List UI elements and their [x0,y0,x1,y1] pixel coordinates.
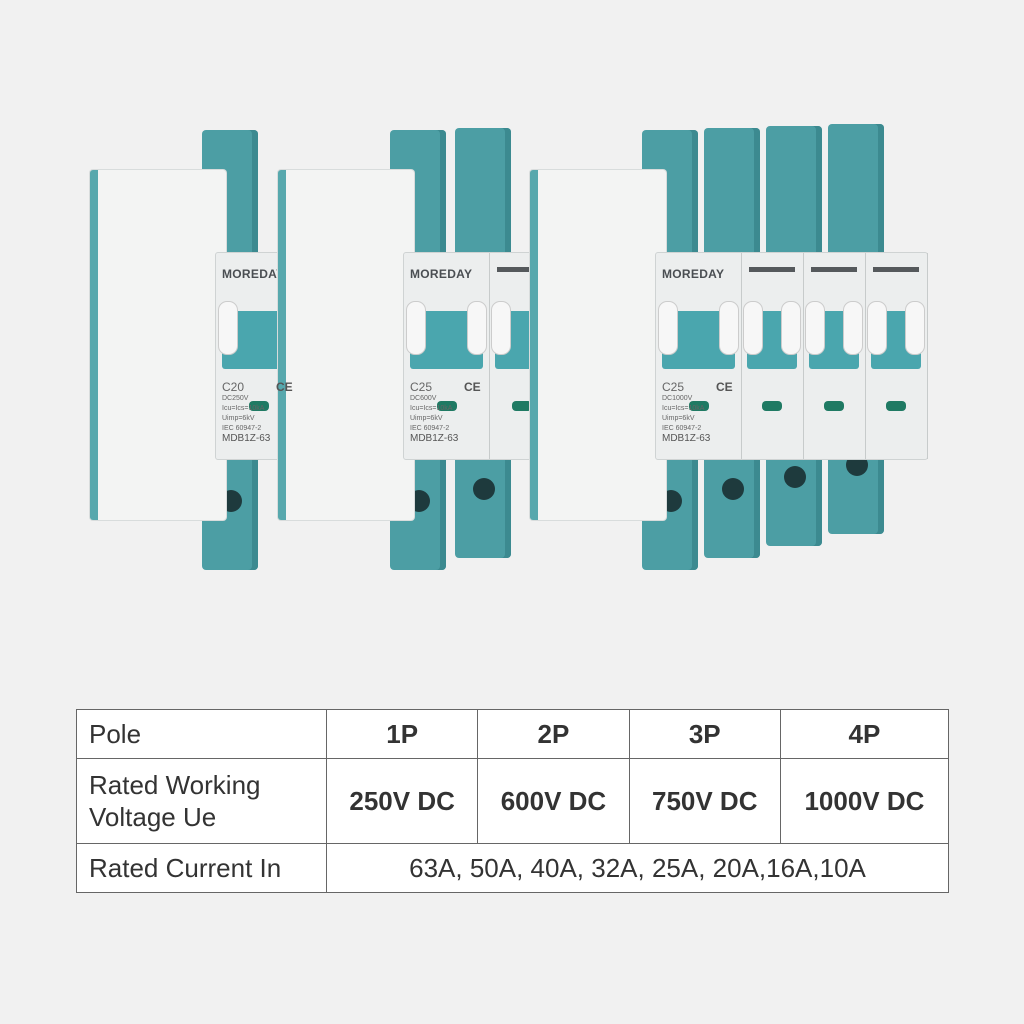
impulse-voltage: Uimp=6kV [662,415,695,422]
status-indicator [436,401,457,411]
model: MDB1Z-63 [662,433,711,444]
rating: C20 [222,380,245,394]
toggle-guard [867,301,887,355]
cell: 63A, 50A, 40A, 32A, 25A, 20A,16A,10A [326,843,949,893]
toggle-guard [905,301,925,355]
breaking-capacity: Icu=Ics=10kA [662,405,705,412]
toggle-guard [781,301,801,355]
voltage: DC1000V [662,395,693,402]
brand-logo: MOREDAY [222,267,285,281]
brand-logo: MOREDAY [410,267,473,281]
toggle-guard [491,301,511,355]
impulse-voltage: Uimp=6kV [410,415,443,422]
status-indicator [511,401,532,411]
terminal-screw [784,466,806,488]
terminal-screw [473,478,495,500]
rating: C25 [662,380,685,394]
row-label: Rated Current In [76,843,327,893]
toggle-guard [467,301,487,355]
toggle-guard [658,301,678,355]
model: MDB1Z-63 [222,433,271,444]
cell: 3P [628,709,781,759]
standard: IEC 60947-2 [662,425,702,432]
pole-bar [873,267,919,272]
brand-logo: MOREDAY [662,267,725,281]
table-row-voltage: Rated Working Voltage Ue 250V DC 600V DC… [76,758,950,844]
rating: C25 [410,380,433,394]
voltage: DC600V [410,395,437,402]
cell: 2P [477,709,630,759]
status-indicator [762,401,782,411]
ce-mark: CE [716,380,733,394]
status-indicator [886,401,906,411]
cell: 750V DC [628,758,781,844]
ce-mark: CE [464,380,481,394]
pole [865,253,928,459]
pole [803,253,866,459]
cell: 250V DC [325,758,479,844]
cell: 1000V DC [779,758,950,844]
pole-bar [497,267,546,272]
toggle-guard [218,301,238,355]
terminal-screw [722,478,744,500]
standard: IEC 60947-2 [222,425,262,432]
table-row-current: Rated Current In 63A, 50A, 40A, 32A, 25A… [76,843,949,893]
spec-table: Pole 1P 2P 3P 4P Rated Working Voltage U… [76,709,950,893]
status-indicator [824,401,844,411]
standard: IEC 60947-2 [410,425,450,432]
row-label: Rated Working Voltage Ue [76,758,327,844]
breaking-capacity: Icu=Ics=10kA [222,405,265,412]
cell: 1P [325,709,479,759]
side-plate [278,170,414,520]
toggle-guard [843,301,863,355]
voltage: DC250V [222,395,249,402]
model: MDB1Z-63 [410,433,459,444]
toggle-guard [406,301,426,355]
pole [404,253,490,459]
cell: 600V DC [477,758,630,844]
pole [741,253,804,459]
ce-mark: CE [276,380,293,394]
impulse-voltage: Uimp=6kV [222,415,255,422]
side-plate [90,170,226,520]
breaking-capacity: Icu=Ics=10kA [410,405,453,412]
status-indicator [688,401,709,411]
toggle-guard [805,301,825,355]
table-row-pole: Pole 1P 2P 3P 4P [76,709,950,759]
side-plate [530,170,666,520]
cell: 4P [779,709,950,759]
pole-bar [811,267,857,272]
toggle-guard [743,301,763,355]
toggle-guard [719,301,739,355]
row-label: Pole [76,709,327,759]
pole-bar [749,267,795,272]
pole [656,253,742,459]
status-indicator [248,401,269,411]
